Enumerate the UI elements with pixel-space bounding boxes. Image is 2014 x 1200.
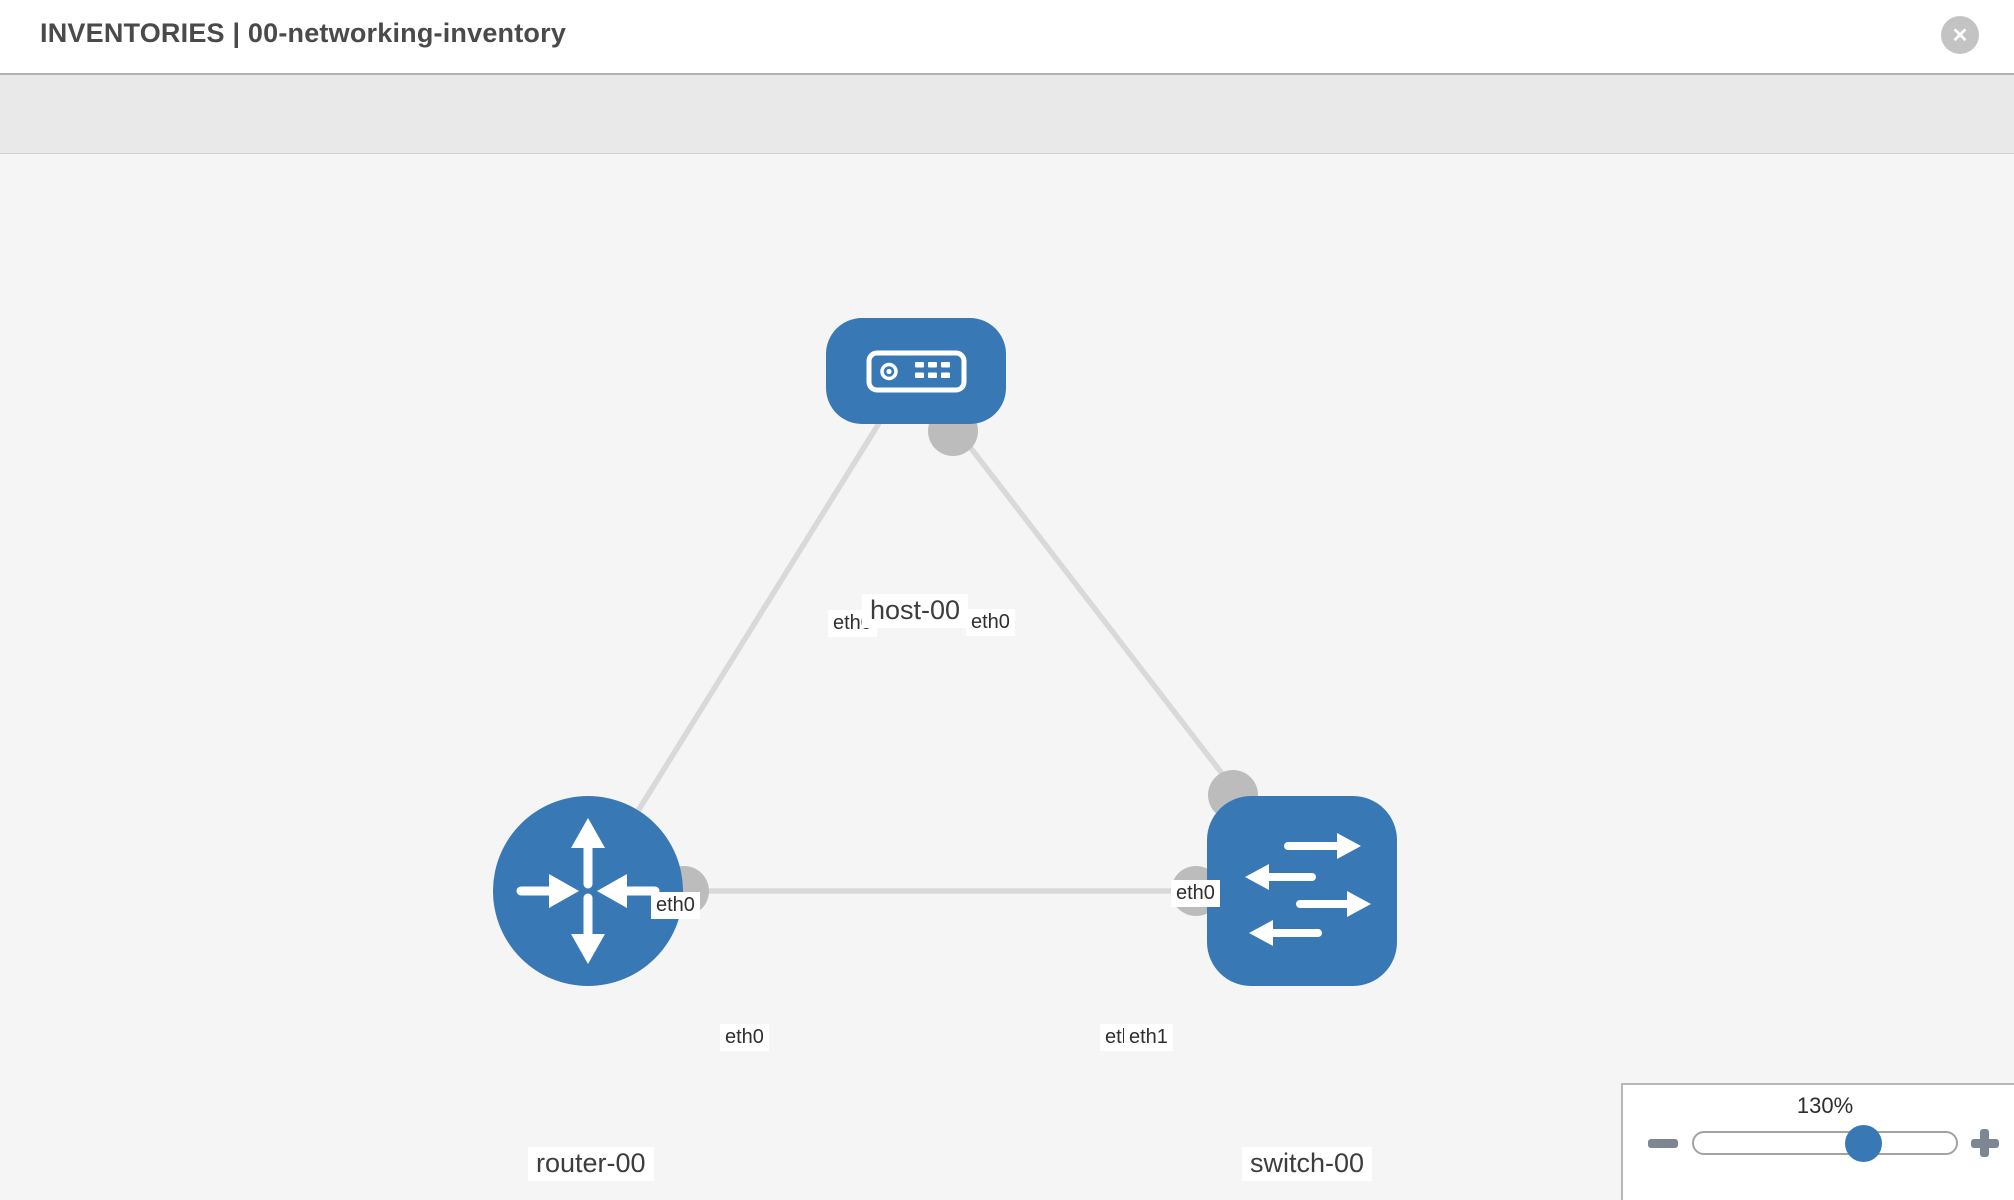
- close-icon: ✕: [1951, 24, 1969, 47]
- topology-canvas[interactable]: eth0 eth0 eth0 eth0 eth0 eth0 eth1 host-…: [0, 154, 2014, 1200]
- node-router-00[interactable]: [493, 796, 683, 986]
- plus-icon[interactable]: [1980, 1129, 1989, 1157]
- switch-icon: [1245, 833, 1371, 946]
- port-label: eth0: [966, 609, 1015, 636]
- router-icon: [516, 818, 660, 964]
- close-button[interactable]: ✕: [1941, 16, 1979, 54]
- page-title: INVENTORIES | 00-networking-inventory: [40, 18, 567, 48]
- zoom-level: 130%: [1796, 1093, 1854, 1118]
- port-label: eth0: [651, 892, 700, 919]
- header: INVENTORIES | 00-networking-inventory ✕: [0, 0, 2014, 73]
- port-label: eth1: [1124, 1024, 1173, 1051]
- zoom-slider-thumb[interactable]: [1845, 1125, 1882, 1162]
- zoom-out-button[interactable]: [1648, 1139, 1678, 1148]
- node-label-switch-00: switch-00: [1242, 1147, 1373, 1181]
- toolbar: ACTIONS ▼ SEARCH ▼: [0, 73, 2014, 216]
- link-host-router[interactable]: [635, 418, 884, 813]
- node-label-router-00: router-00: [528, 1147, 654, 1181]
- topology-graph: [493, 318, 1397, 986]
- link-host-switch[interactable]: [950, 423, 1240, 795]
- port-label: eth0: [720, 1024, 769, 1051]
- server-icon: [866, 350, 967, 393]
- zoom-slider-track[interactable]: [1692, 1131, 1958, 1155]
- node-switch-00[interactable]: [1207, 796, 1397, 986]
- node-host-00[interactable]: [826, 318, 1006, 424]
- port-label: eth0: [1171, 880, 1220, 907]
- node-label-host-00: host-00: [862, 594, 969, 628]
